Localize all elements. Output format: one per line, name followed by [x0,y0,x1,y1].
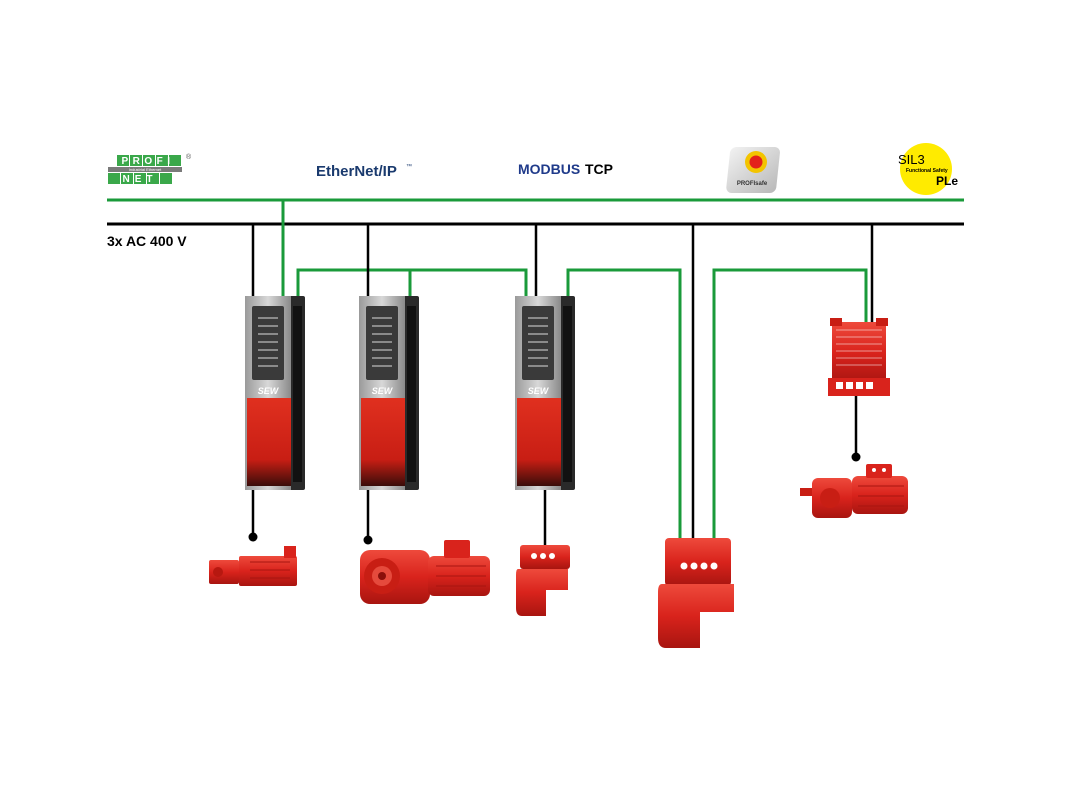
profinet-subtitle: Industrial Ethernet [129,167,162,172]
motor-connection-dot [851,452,861,462]
helical-bevel-gear-motor [360,540,490,604]
profinet-line2: NET [123,174,158,185]
drive-inverter-1: SEW [245,296,305,490]
modbus-text: MODBUS [518,161,580,177]
ethernet-ip-logo: EtherNet/IP ™ [316,163,412,180]
power-bus-label: 3x AC 400 V [107,233,187,249]
ethernet-ip-text: EtherNet/IP [316,163,397,180]
drive-brand: SEW [258,386,280,396]
ethernet-ip-tm: ™ [406,163,412,170]
decentral-inverter [828,318,890,396]
servo-gear-motor [209,546,297,586]
ple-text: PLe [936,174,958,188]
modbus-tcp-logo: MODBUS TCP [518,161,613,177]
profinet-reg: ® [186,153,192,161]
movimot-gear-motor-large [658,538,734,648]
profisafe-text: PROFIsafe [737,181,768,187]
power-wiring [251,224,874,545]
profisafe-logo: PROFIsafe [726,147,780,193]
movimot-gear-motor-small [516,545,570,616]
profinet-line1: PROFI [121,156,174,167]
sil3-ple-badge: SIL3 Functional Safety PLe [898,143,958,195]
drive-brand: SEW [372,386,394,396]
motor-connection-dot [248,532,258,542]
helical-gear-motor [800,464,908,518]
modbus-tcp-text: TCP [585,161,613,177]
profinet-logo: PROFI NET Industrial Ethernet ® [108,153,192,185]
drive-brand: SEW [528,386,550,396]
functional-safety-text: Functional Safety [906,168,948,174]
sil3-text: SIL3 [898,152,925,167]
drive-inverter-2: SEW [359,296,419,490]
network-wiring [281,200,868,540]
motor-connection-dot [363,535,373,545]
drive-inverter-3: SEW [515,296,575,490]
